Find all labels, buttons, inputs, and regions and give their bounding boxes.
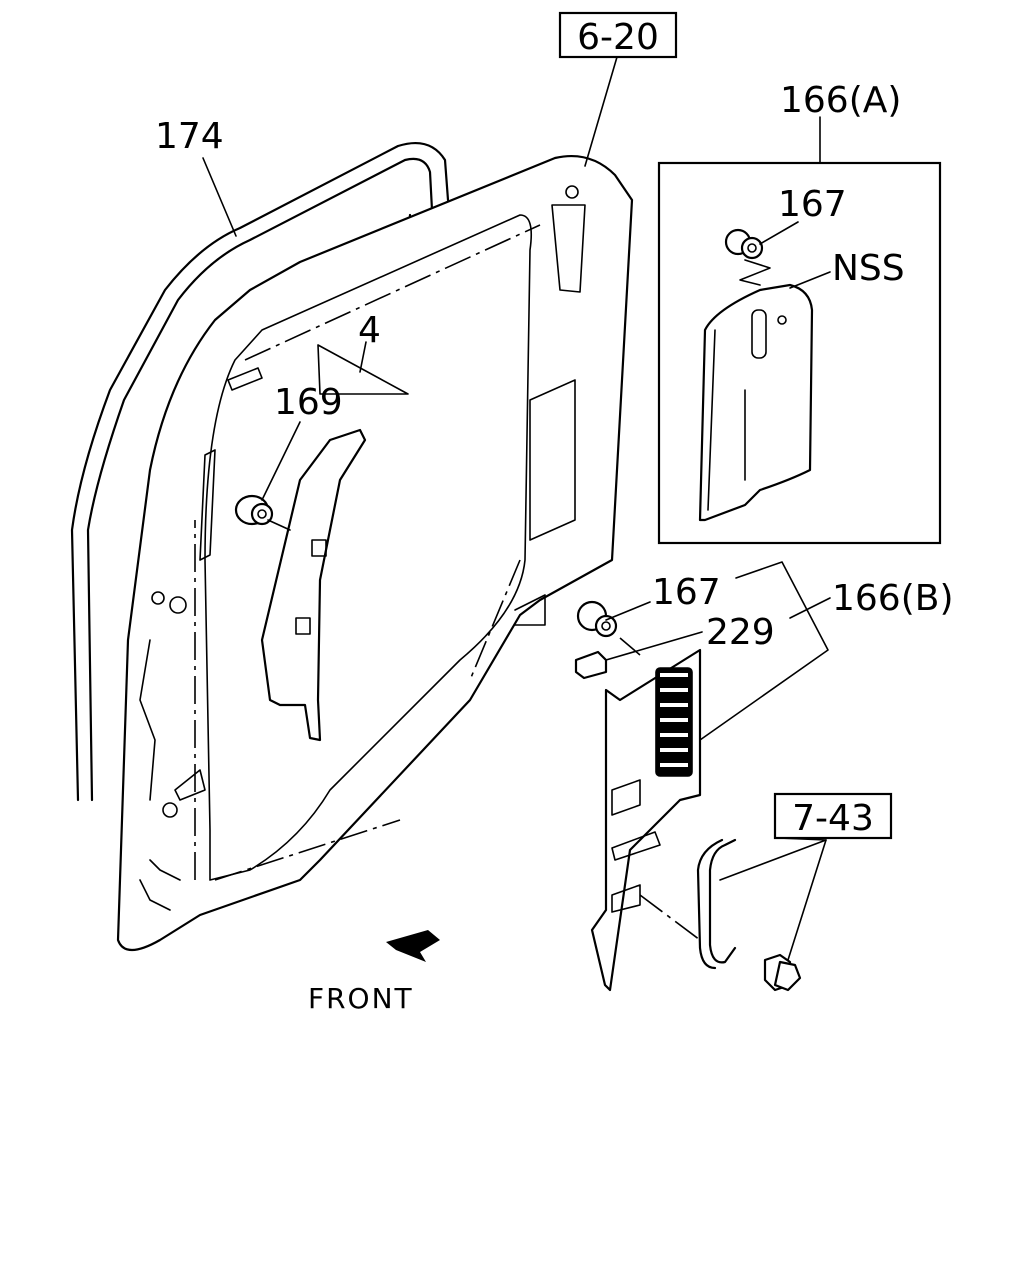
label-169: 169 <box>274 382 343 423</box>
ref-box-7-43: 7-43 <box>773 792 893 840</box>
label-174: 174 <box>155 116 224 157</box>
label-167-top: 167 <box>778 184 847 225</box>
ref-label-7-43: 7-43 <box>792 798 874 839</box>
label-167-mid: 167 <box>652 572 721 613</box>
clip-169 <box>234 494 291 531</box>
bolt <box>763 953 802 992</box>
label-front: FRONT <box>308 982 414 1015</box>
detail-box-166a <box>657 161 942 545</box>
ref-label-6-20: 6-20 <box>577 17 659 58</box>
clip-167-mid <box>576 600 618 638</box>
label-4: 4 <box>358 310 381 351</box>
door-panel <box>116 154 634 952</box>
ref-box-6-20: 6-20 <box>558 11 678 59</box>
vent-grille <box>655 667 693 777</box>
label-nss: NSS <box>832 248 905 289</box>
label-229: 229 <box>706 612 775 653</box>
bracket-7-43 <box>696 838 737 970</box>
leader-lines <box>202 56 831 961</box>
label-166b: 166(B) <box>832 578 954 619</box>
trim-panel-166b <box>590 637 702 992</box>
trim-4 <box>260 344 409 742</box>
label-166a: 166(A) <box>780 80 901 121</box>
front-arrow-icon <box>386 930 440 962</box>
pad-229 <box>574 650 608 680</box>
